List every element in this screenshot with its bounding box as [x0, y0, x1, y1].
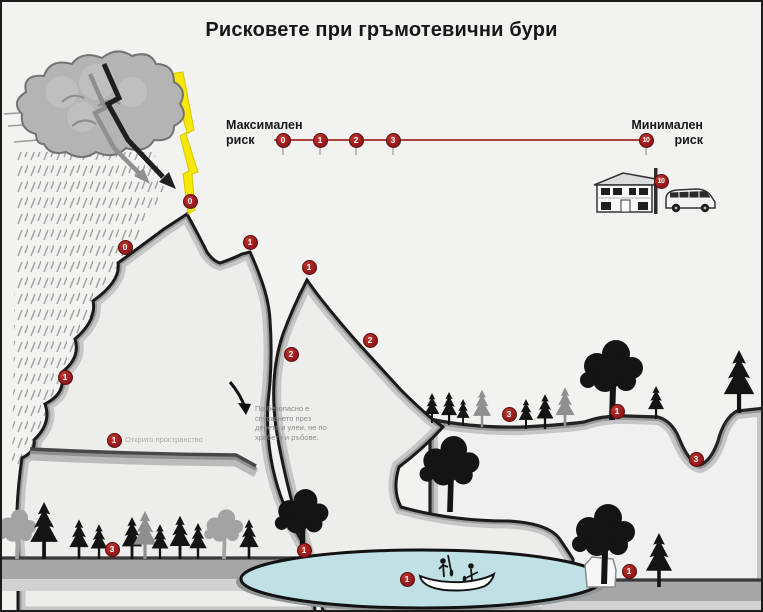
risk-badge-forest: 3 — [104, 541, 120, 557]
scale-marker: 10 — [638, 132, 654, 148]
conifer-tree — [473, 389, 491, 427]
risk-badge-lakeside-tree: 1 — [296, 542, 312, 558]
scale-tick — [645, 147, 647, 155]
risk-badge-ravine: 3 — [688, 451, 704, 467]
risk-badge-open-space: 1 — [106, 432, 122, 448]
terrace-trees — [424, 340, 755, 429]
scale-tick — [282, 147, 284, 155]
lightning-bolt-yellow — [169, 71, 199, 215]
risk-badge-ridge-edge: 2 — [362, 332, 378, 348]
conifer-tree — [456, 399, 470, 426]
rain — [12, 152, 165, 464]
flag-pole — [654, 168, 658, 214]
canoe — [418, 554, 496, 592]
rock — [584, 556, 617, 588]
descent-advice-note: По-безопасно е спускането през дерета и … — [255, 404, 327, 442]
scale-tick — [392, 147, 394, 155]
page-title: Рисковете при гръмотевични бури — [205, 19, 558, 41]
open-space-label: Открито пространство — [125, 435, 203, 444]
risk-badge-building: 10 — [653, 173, 669, 189]
scale-marker: 1 — [312, 132, 328, 148]
left-ground-strip — [2, 556, 314, 591]
conifer-tree — [518, 399, 534, 429]
descent-arrow — [228, 381, 251, 415]
scale-tick — [355, 147, 357, 155]
max-risk-label: Максимален риск — [226, 118, 303, 148]
storm-cloud — [3, 50, 185, 158]
paddler — [438, 554, 454, 578]
scale-marker: 0 — [275, 132, 291, 148]
van — [665, 188, 716, 213]
risk-badge-left-outcrop: 1 — [57, 369, 73, 385]
risk-badge-lone-tree-terrace: 1 — [609, 403, 625, 419]
open-space-terrace — [29, 447, 259, 477]
paddler — [462, 563, 479, 583]
lightning-arrow-black — [101, 62, 176, 189]
min-risk-label: Минимален риск — [631, 118, 703, 148]
risk-badge-left-ridge: 0 — [117, 239, 133, 255]
risk-badge-boat: 1 — [399, 571, 415, 587]
scale-tick — [319, 147, 321, 155]
risk-badge-second-peak: 1 — [242, 234, 258, 250]
building-group — [593, 168, 716, 214]
lightning-arrow-gray — [87, 73, 150, 184]
canoe-hull — [418, 571, 496, 592]
risk-badge-small-trees: 3 — [501, 406, 517, 422]
risk-badge-third-peak: 1 — [301, 259, 317, 275]
conifer-tree — [648, 386, 665, 419]
scale-marker: 3 — [385, 132, 401, 148]
risk-badge-rock-tree: 1 — [621, 563, 637, 579]
risk-badge-open-slope: 2 — [283, 346, 299, 362]
risk-badge-peak-strike: 0 — [182, 193, 198, 209]
house — [593, 172, 657, 213]
conifer-tree — [555, 387, 575, 427]
conifer-tree — [723, 350, 755, 413]
risk-scale-line — [274, 139, 646, 141]
scale-marker: 2 — [348, 132, 364, 148]
lakeside-trees — [572, 504, 673, 588]
